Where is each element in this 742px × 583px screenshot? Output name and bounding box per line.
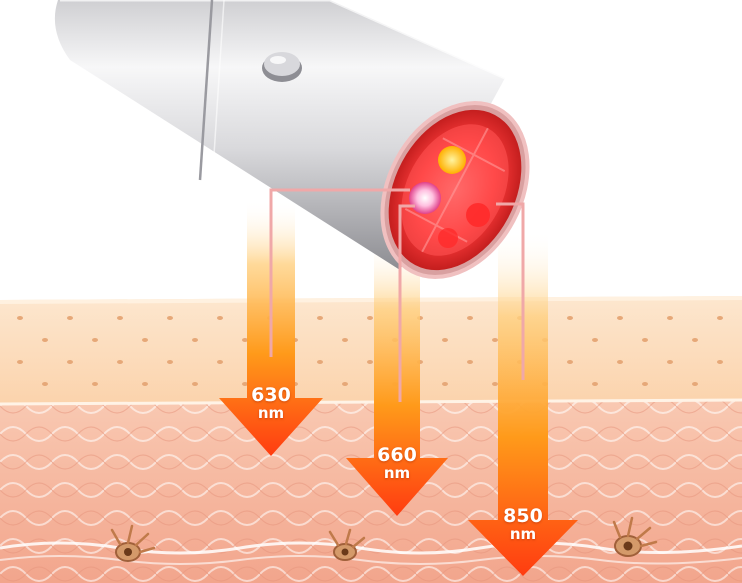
power-button-icon xyxy=(262,52,302,82)
skin-pore xyxy=(467,360,473,364)
skin-pore xyxy=(167,360,173,364)
skin-pore xyxy=(67,316,73,320)
skin-pore xyxy=(567,360,573,364)
therapy-wand xyxy=(54,0,530,279)
skin-pore xyxy=(492,338,498,342)
skin-pore xyxy=(592,338,598,342)
lens-head xyxy=(380,101,530,279)
skin-pore xyxy=(642,382,648,386)
skin-pore xyxy=(467,316,473,320)
skin-pore xyxy=(342,338,348,342)
skin-pore xyxy=(317,360,323,364)
wavelength-value: 850 xyxy=(503,505,543,527)
skin-pore xyxy=(692,382,698,386)
skin-pore xyxy=(117,360,123,364)
skin-pore xyxy=(367,316,373,320)
light-arrow-850 xyxy=(468,230,578,576)
skin-pore xyxy=(717,360,723,364)
skin-pore xyxy=(92,382,98,386)
skin-pore xyxy=(567,316,573,320)
skin-pore xyxy=(642,338,648,342)
skin-pore xyxy=(442,338,448,342)
skin-pore xyxy=(217,316,223,320)
skin-pore xyxy=(92,338,98,342)
pink-led-icon xyxy=(409,182,441,214)
wavelength-value: 630 xyxy=(251,384,291,406)
wavelength-unit: nm xyxy=(257,404,285,422)
skin-pore xyxy=(592,382,598,386)
skin-pore xyxy=(67,360,73,364)
skin-pore xyxy=(42,382,48,386)
skin-pore xyxy=(717,316,723,320)
skin-pore xyxy=(42,338,48,342)
wavelength-unit: nm xyxy=(509,525,537,543)
skin-pore xyxy=(142,338,148,342)
red-led-icon xyxy=(438,203,490,248)
skin-pore xyxy=(17,316,23,320)
skin-pore xyxy=(667,360,673,364)
label-660: 660 nm xyxy=(357,446,437,481)
skin-pore xyxy=(367,360,373,364)
melanocyte-cell xyxy=(328,528,366,561)
skin-pore xyxy=(192,382,198,386)
label-630: 630 nm xyxy=(231,386,311,421)
skin-pore xyxy=(167,316,173,320)
guide-lines xyxy=(269,188,525,402)
skin-pore xyxy=(617,360,623,364)
skin-epidermis xyxy=(0,296,742,404)
skin-pore xyxy=(242,338,248,342)
melanocyte-cell xyxy=(612,516,658,557)
yellow-led-icon xyxy=(438,146,466,174)
skin-pore xyxy=(342,382,348,386)
skin-pore xyxy=(442,382,448,386)
melanocyte-cell xyxy=(110,524,156,562)
skin-pore xyxy=(492,382,498,386)
skin-pore xyxy=(667,316,673,320)
skin-pore xyxy=(17,360,23,364)
skin-pore xyxy=(242,382,248,386)
wavelength-unit: nm xyxy=(383,464,411,482)
skin-pore xyxy=(117,316,123,320)
label-850: 850 nm xyxy=(483,507,563,542)
skin-pore xyxy=(617,316,623,320)
skin-pore xyxy=(692,338,698,342)
wavelength-value: 660 xyxy=(377,444,417,466)
skin-pore xyxy=(142,382,148,386)
skin-pore xyxy=(217,360,223,364)
skin-pore xyxy=(317,316,323,320)
light-arrow-660 xyxy=(346,240,448,516)
skin-pore xyxy=(192,338,198,342)
